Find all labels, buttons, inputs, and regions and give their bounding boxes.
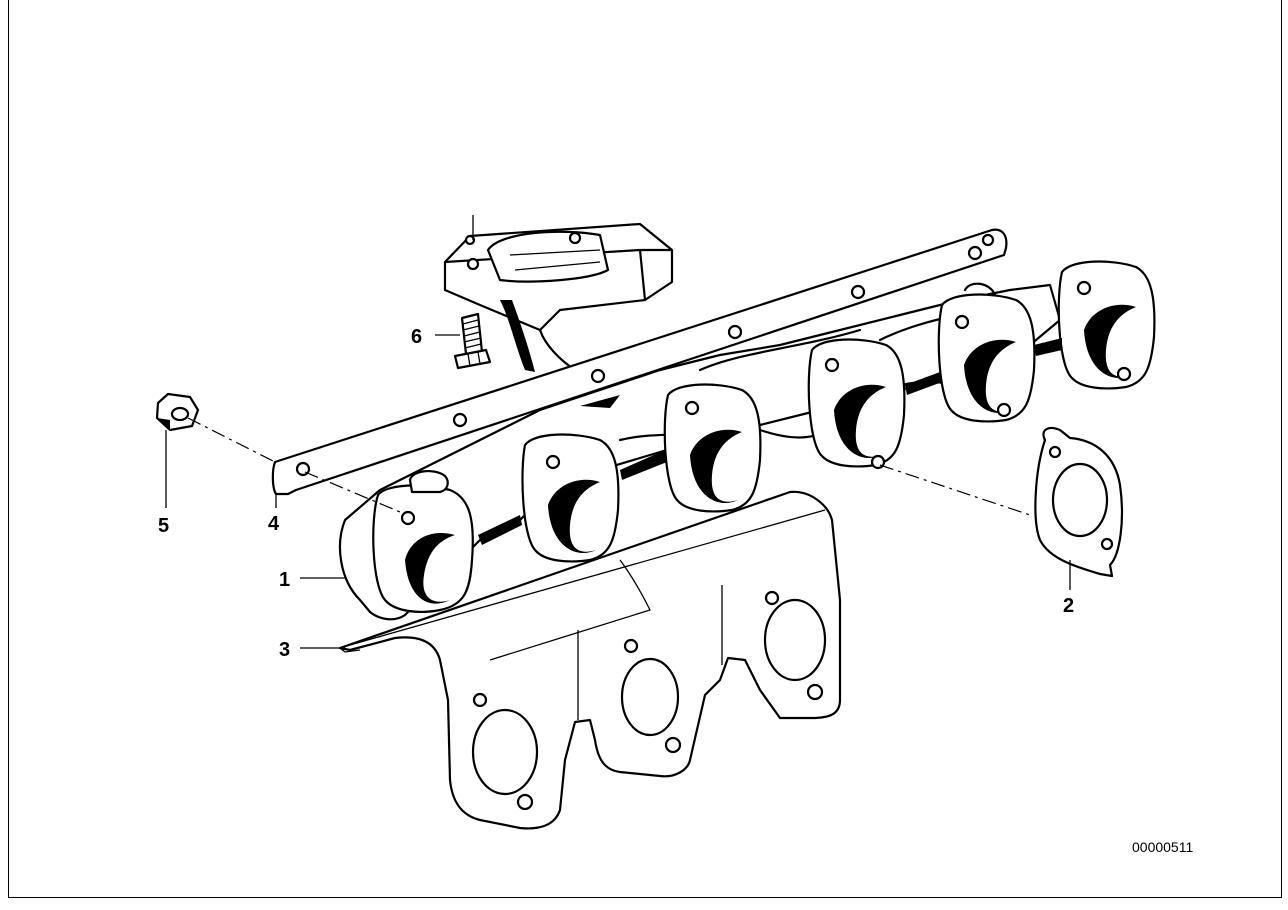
port-gasket bbox=[1034, 426, 1124, 578]
manifold-port-3 bbox=[663, 383, 762, 513]
heat-shield bbox=[338, 490, 842, 830]
outlet-flange bbox=[443, 215, 674, 372]
callout-6: 6 bbox=[411, 326, 422, 348]
manifold-port-6 bbox=[1057, 260, 1156, 390]
manifold-port-1 bbox=[372, 470, 474, 613]
manifold-port-2 bbox=[521, 433, 620, 563]
nut bbox=[155, 392, 200, 432]
bolt bbox=[453, 312, 492, 370]
document-number: 00000511 bbox=[1132, 839, 1193, 855]
diagram-frame bbox=[8, 0, 1282, 898]
callout-4: 4 bbox=[268, 513, 280, 535]
callout-5: 5 bbox=[158, 515, 169, 537]
callout-3: 3 bbox=[279, 639, 290, 661]
callout-1: 1 bbox=[279, 569, 290, 591]
manifold-port-5 bbox=[937, 293, 1036, 423]
callout-2: 2 bbox=[1063, 595, 1074, 617]
manifold-port-4 bbox=[807, 338, 906, 470]
bracket-bar bbox=[271, 228, 1008, 496]
